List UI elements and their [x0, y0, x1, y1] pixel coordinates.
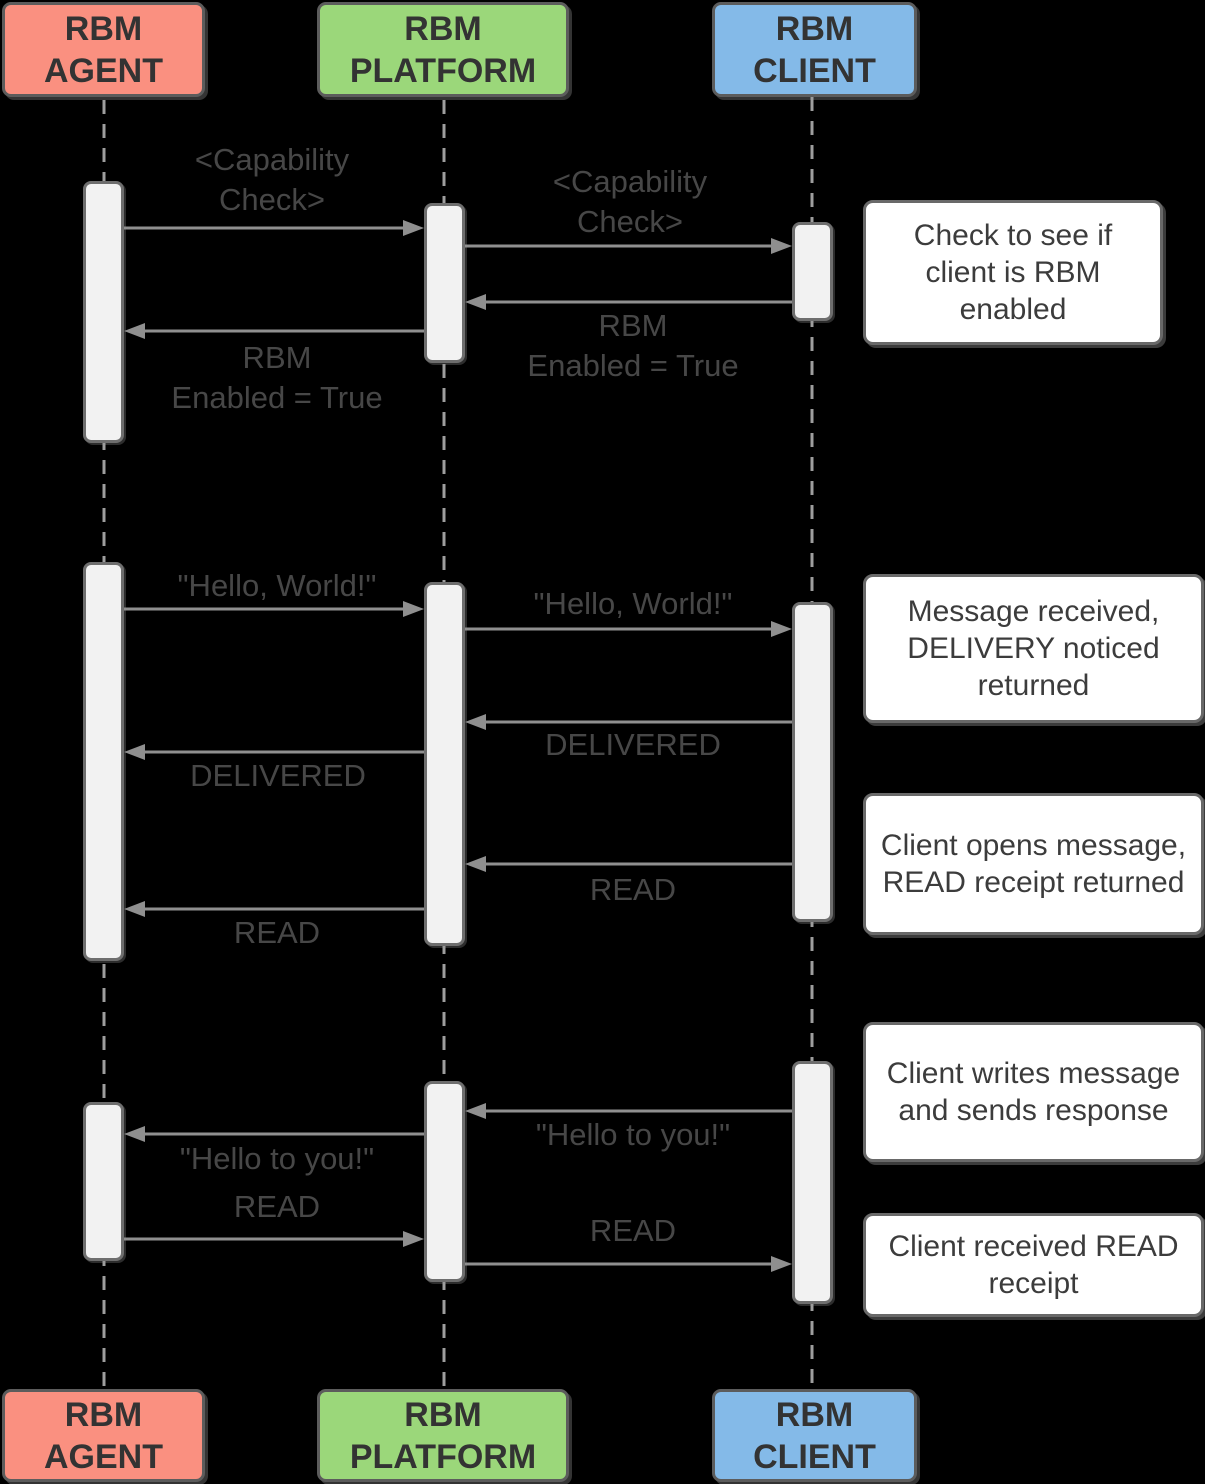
activation-agent-response: [83, 1102, 124, 1261]
actor-box-rbm-client-bottom: RBM CLIENT: [712, 1389, 917, 1482]
note-text: Client opens message, READ receipt retur…: [880, 829, 1187, 899]
note-text: Message received, DELIVERY noticed retur…: [907, 595, 1160, 702]
arrow-delivered-platform-to-agent: [124, 744, 424, 760]
actor-box-rbm-agent-top: RBM AGENT: [2, 2, 205, 97]
actor-box-rbm-platform-top: RBM PLATFORM: [317, 2, 569, 97]
message-label-read-left: READ: [233, 915, 321, 950]
note-client-received: Client received READ receipt: [863, 1213, 1204, 1317]
message-label-rbm-enabled-right: RBM Enabled = True: [527, 308, 739, 383]
activation-platform-capability: [424, 203, 465, 363]
message-label-read-response-right: READ: [589, 1213, 677, 1248]
arrow-delivered-client-to-platform: [465, 714, 792, 730]
message-label-rbm-enabled-left: RBM Enabled = True: [171, 340, 383, 415]
note-capability-check: Check to see if client is RBM enabled: [863, 200, 1163, 345]
actor-box-rbm-agent-bottom: RBM AGENT: [2, 1389, 205, 1482]
arrow-capability-check-agent-to-platform: [124, 220, 424, 236]
arrow-read-platform-to-client: [465, 1256, 792, 1272]
message-label-delivered-left: DELIVERED: [190, 758, 366, 793]
arrow-capability-check-platform-to-client: [465, 238, 792, 254]
actor-label: RBM CLIENT: [753, 9, 876, 90]
activation-client-capability: [792, 222, 833, 321]
actor-box-rbm-client-top: RBM CLIENT: [712, 2, 917, 97]
actor-label: RBM AGENT: [44, 9, 163, 90]
actor-box-rbm-platform-bottom: RBM PLATFORM: [317, 1389, 569, 1482]
activation-platform-message: [424, 582, 465, 946]
message-label-hello-to-you-right: "Hello to you!": [535, 1117, 731, 1152]
activation-client-message: [792, 602, 833, 922]
activation-client-response: [792, 1061, 833, 1304]
message-label-read-right: READ: [589, 872, 677, 907]
message-label-hello-world-right: "Hello, World!": [533, 586, 733, 621]
message-label-read-response-left: READ: [233, 1189, 321, 1224]
actor-label: RBM PLATFORM: [349, 1395, 537, 1476]
activation-platform-response: [424, 1081, 465, 1282]
note-text: Client writes message and sends response: [886, 1057, 1181, 1127]
note-text: Check to see if client is RBM enabled: [913, 219, 1113, 326]
message-label-capability-check-left: <Capability Check>: [194, 142, 350, 217]
note-client-opens: Client opens message, READ receipt retur…: [863, 793, 1204, 935]
message-label-hello-to-you-left: "Hello to you!": [179, 1141, 375, 1176]
actor-label: RBM PLATFORM: [349, 9, 537, 90]
arrow-hello-to-you-client-to-platform: [465, 1103, 792, 1119]
arrow-read-client-to-platform: [465, 856, 792, 872]
arrow-rbm-enabled-client-to-platform: [465, 294, 792, 310]
message-label-capability-check-right: <Capability Check>: [552, 164, 708, 239]
activation-agent-message: [83, 562, 124, 961]
arrow-hello-to-you-platform-to-agent: [124, 1126, 424, 1142]
arrow-rbm-enabled-platform-to-agent: [124, 323, 424, 339]
actor-label: RBM AGENT: [44, 1395, 163, 1476]
activation-agent-capability: [83, 181, 124, 443]
arrow-hello-world-agent-to-platform: [124, 601, 424, 617]
arrow-read-agent-to-platform: [124, 1231, 424, 1247]
message-label-delivered-right: DELIVERED: [545, 727, 721, 762]
message-label-hello-world-left: "Hello, World!": [177, 568, 377, 603]
actor-label: RBM CLIENT: [753, 1395, 876, 1476]
arrow-read-platform-to-agent: [124, 901, 424, 917]
arrow-hello-world-platform-to-client: [465, 621, 792, 637]
note-text: Client received READ receipt: [888, 1230, 1179, 1300]
note-message-received: Message received, DELIVERY noticed retur…: [863, 574, 1204, 723]
note-client-writes: Client writes message and sends response: [863, 1022, 1204, 1162]
